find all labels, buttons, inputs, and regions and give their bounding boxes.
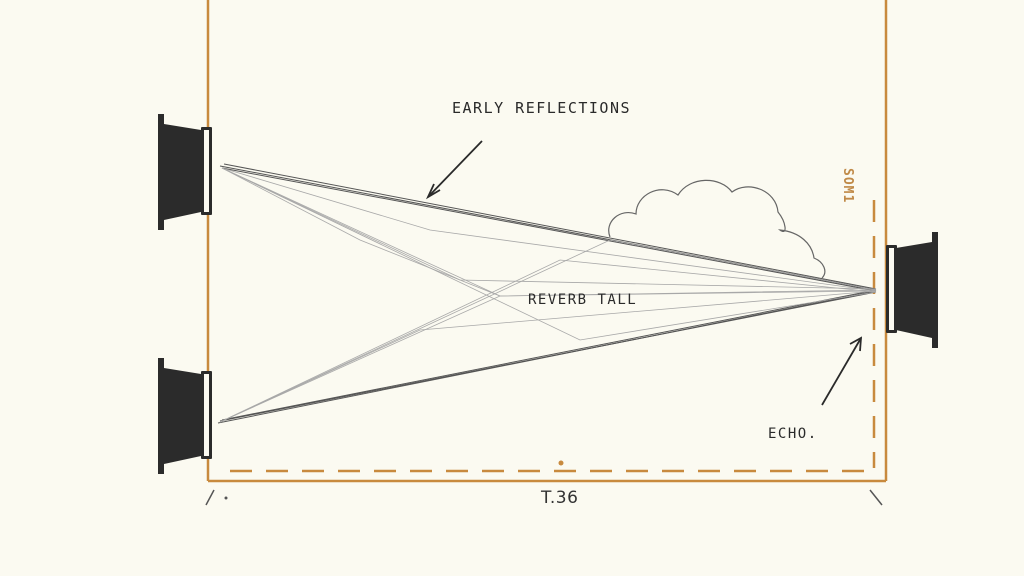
room-walls	[206, 0, 888, 483]
reverb-tail-label: REVERB TALL	[528, 292, 638, 308]
dashed-boundary	[230, 200, 876, 473]
floor-marker-dot	[558, 460, 564, 466]
cloud-icon	[608, 179, 826, 279]
echo-label: ECHO.	[768, 426, 818, 442]
side-mark-label: SOM1	[840, 168, 855, 204]
reflection-rays	[219, 167, 877, 423]
corner-dot	[224, 496, 228, 500]
dimension-label: T.36	[541, 488, 579, 508]
sound-rays	[217, 163, 877, 424]
corner-ticks	[205, 489, 883, 506]
arrow-icon	[425, 140, 483, 200]
speaker-icon	[158, 358, 212, 474]
echo-arrow-icon	[821, 336, 863, 406]
speaker-icon	[886, 232, 938, 348]
speaker-icon	[158, 114, 212, 230]
early-reflections-label: EARLY REFLECTIONS	[452, 99, 632, 117]
